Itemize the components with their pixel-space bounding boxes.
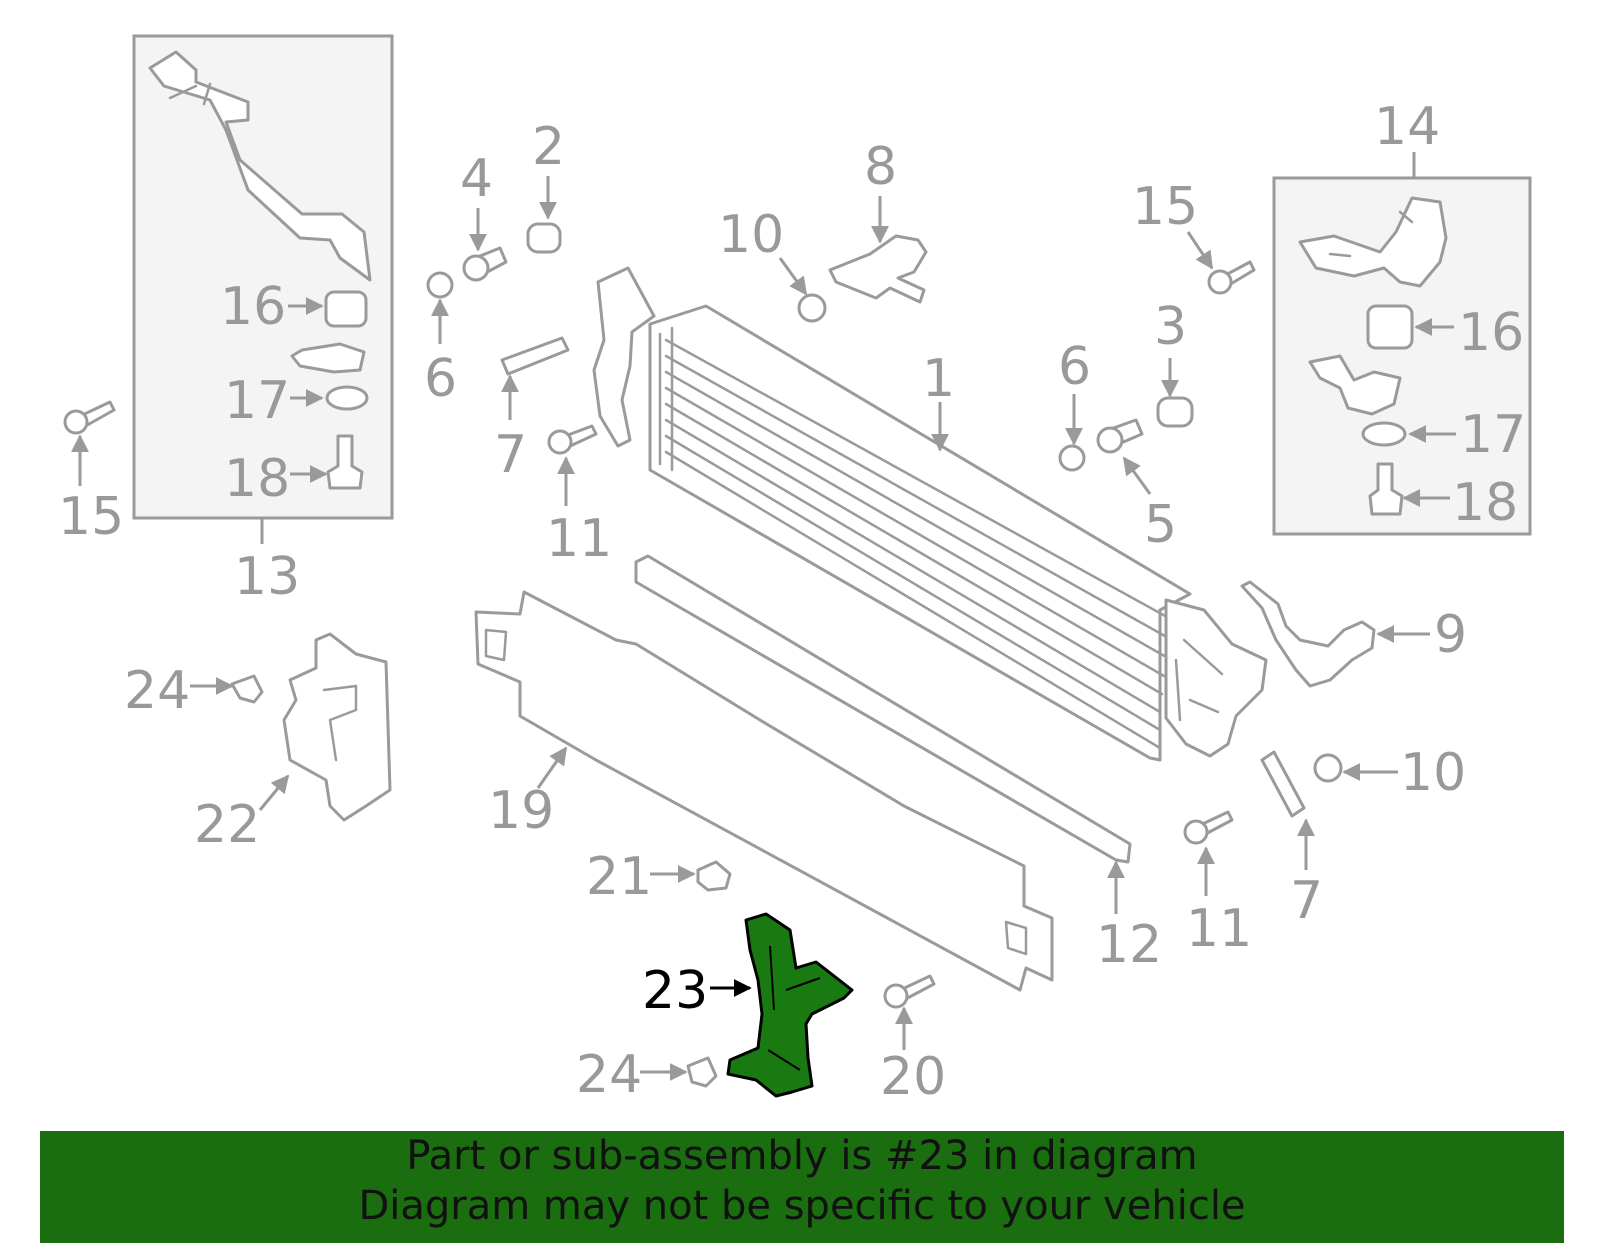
callout-11-right: 11	[1186, 899, 1252, 959]
callout-5: 5	[1144, 495, 1177, 555]
callout-17-right: 17	[1460, 405, 1526, 465]
callout-10-top: 10	[718, 205, 784, 265]
callout-15-right: 15	[1132, 177, 1198, 237]
callout-6-right: 6	[1058, 337, 1091, 397]
callout-6-left: 6	[424, 349, 457, 409]
callout-15-left: 15	[58, 487, 124, 547]
callout-9: 9	[1434, 605, 1467, 665]
part-19-shield	[474, 590, 1054, 992]
leader-lines	[71, 152, 1456, 1081]
callout-23: 23	[642, 961, 708, 1021]
callout-11-left: 11	[546, 509, 612, 569]
box-14	[1272, 176, 1532, 536]
callout-20: 20	[880, 1047, 946, 1107]
box-13	[132, 34, 394, 520]
callout-18-right: 18	[1452, 473, 1518, 533]
callout-8: 8	[864, 137, 897, 197]
intercooler	[592, 266, 1268, 762]
callout-1: 1	[922, 349, 955, 409]
callout-13: 13	[234, 547, 300, 607]
callout-18-left: 18	[224, 449, 290, 509]
callout-4: 4	[460, 149, 493, 209]
callout-7-right: 7	[1290, 871, 1323, 931]
callout-7-left: 7	[494, 425, 527, 485]
callout-19: 19	[488, 781, 554, 841]
callout-16-right: 16	[1458, 303, 1524, 363]
callout-labels: 1 2 3 4 5 6 6 7 7 8 9 10 10 11 11 12 13 …	[58, 97, 1526, 1107]
callout-22: 22	[194, 795, 260, 855]
callout-14: 14	[1374, 97, 1440, 157]
info-banner: Part or sub-assembly is #23 in diagram D…	[40, 1131, 1564, 1243]
callout-3: 3	[1154, 297, 1187, 357]
callout-21: 21	[586, 847, 652, 907]
part-12-strip	[634, 554, 1132, 864]
callout-24-top: 24	[124, 661, 190, 721]
callout-17-left: 17	[224, 371, 290, 431]
callout-2: 2	[532, 117, 565, 177]
callout-10-right: 10	[1400, 743, 1466, 803]
callout-12: 12	[1096, 915, 1162, 975]
callout-24-bottom: 24	[576, 1045, 642, 1105]
banner-line-2: Diagram may not be specific to your vehi…	[358, 1183, 1246, 1229]
banner-line-1: Part or sub-assembly is #23 in diagram	[406, 1133, 1198, 1179]
callout-16-left: 16	[220, 277, 286, 337]
hardware	[63, 222, 1376, 1088]
part-22-bracket	[282, 632, 392, 822]
part-23-highlighted	[726, 912, 854, 1098]
